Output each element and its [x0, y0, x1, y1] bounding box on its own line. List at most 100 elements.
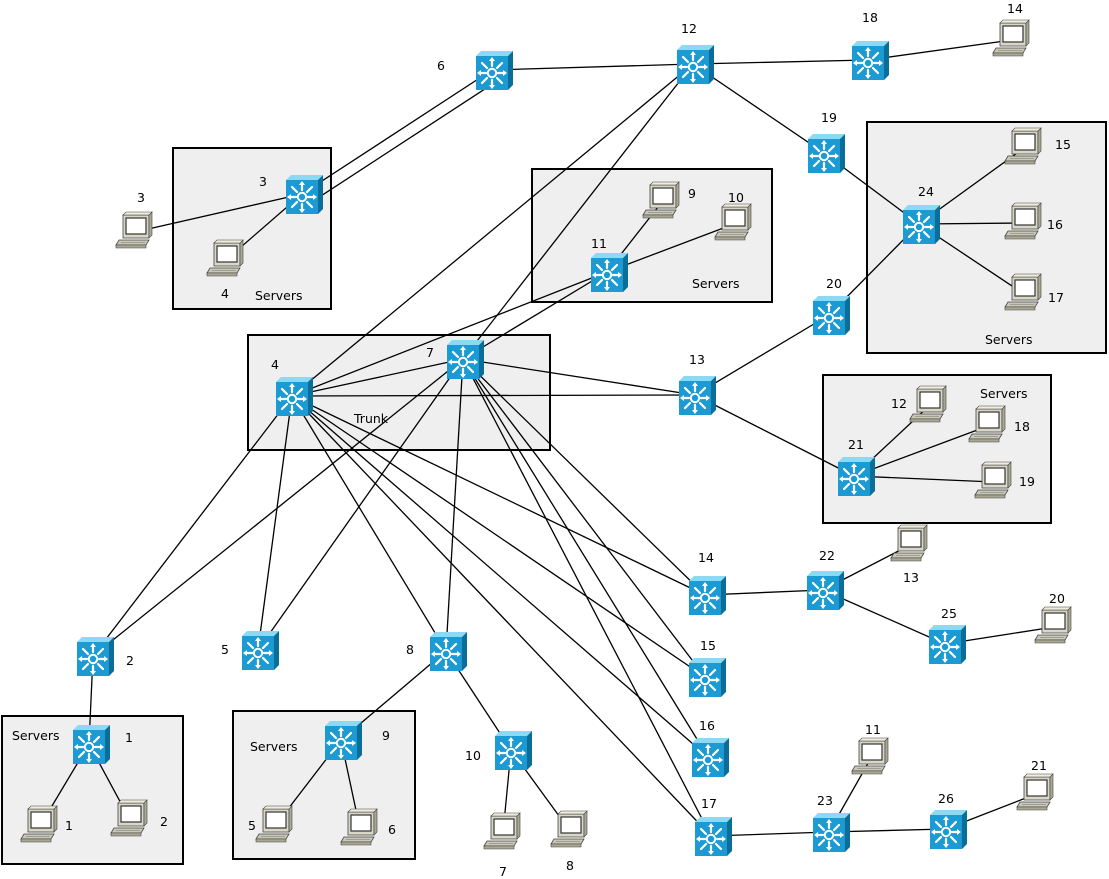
switch-icon: [474, 49, 515, 92]
switch-20[interactable]: 20: [811, 276, 852, 337]
host-label: 7: [499, 864, 507, 879]
switch-icon: [445, 338, 486, 381]
link-s6-s12: [491, 63, 694, 71]
host-label: 19: [1019, 474, 1035, 489]
switch-13[interactable]: 13: [677, 352, 718, 417]
host-label: 5: [248, 818, 256, 833]
host-7[interactable]: 7: [483, 812, 521, 879]
host-label: 9: [688, 186, 696, 201]
switch-6[interactable]: 6: [437, 49, 515, 92]
switch-7[interactable]: 7: [426, 338, 486, 381]
switch-9[interactable]: 9: [323, 719, 390, 762]
host-label: 14: [1007, 1, 1023, 16]
switch-10[interactable]: 10: [465, 729, 534, 772]
host-6[interactable]: 6: [340, 808, 396, 846]
host-16[interactable]: 16: [1004, 202, 1063, 240]
host-9[interactable]: 9: [642, 181, 696, 219]
host-label: 15: [1055, 137, 1071, 152]
switch-21[interactable]: 21: [836, 437, 877, 498]
link-s3-s6: [301, 69, 493, 195]
switch-label: 3: [259, 174, 267, 189]
switch-5[interactable]: 5: [221, 629, 281, 672]
switch-14[interactable]: 14: [687, 550, 728, 617]
switch-icon: [811, 294, 852, 337]
link-s13-s21: [694, 394, 855, 477]
host-5[interactable]: 5: [248, 805, 293, 843]
link-s4-s13: [291, 394, 696, 397]
switch-icon: [323, 719, 364, 762]
link-s7-s5: [257, 358, 464, 651]
switch-label: 23: [817, 793, 833, 808]
switch-label: 19: [821, 110, 837, 125]
switch-23[interactable]: 23: [811, 793, 852, 854]
switch-icon: [284, 173, 325, 216]
host-3[interactable]: 3: [115, 190, 153, 249]
group-title-g1: Servers: [12, 728, 60, 743]
host-20[interactable]: 20: [1034, 591, 1072, 644]
switch-icon: [901, 203, 942, 246]
switch-26[interactable]: 26: [928, 791, 969, 851]
host-19[interactable]: 19: [974, 461, 1035, 499]
host-21[interactable]: 21: [1016, 758, 1054, 811]
switch-19[interactable]: 19: [806, 110, 847, 175]
link-s13-s20: [694, 314, 830, 396]
group-title-trunk: Trunk: [353, 411, 389, 426]
switch-icon: [75, 635, 116, 678]
group-titles: Servers Servers Servers Servers Trunk Se…: [12, 276, 1033, 754]
host-15[interactable]: 15: [1004, 127, 1071, 165]
link-s21-h18: [853, 425, 989, 477]
switch-icon: [693, 815, 734, 858]
computer-icon: [1034, 606, 1072, 644]
host-11[interactable]: 11: [851, 722, 889, 775]
link-s12-s4: [291, 63, 694, 397]
switch-15[interactable]: 15: [687, 638, 728, 699]
switch-18[interactable]: 18: [850, 10, 891, 82]
switch-8[interactable]: 8: [406, 630, 469, 673]
switch-16[interactable]: 16: [690, 718, 731, 779]
switch-25[interactable]: 25: [927, 606, 968, 666]
switch-1[interactable]: 1: [71, 723, 133, 766]
link-s7-s2: [92, 358, 464, 657]
switch-22[interactable]: 22: [805, 548, 846, 612]
switch-17[interactable]: 17: [693, 796, 734, 858]
switch-icon: [677, 374, 718, 417]
switch-label: 12: [681, 21, 697, 36]
link-s4-s7: [291, 358, 464, 397]
switch-label: 24: [918, 184, 934, 199]
switch-3[interactable]: 3: [259, 173, 325, 216]
switch-icon: [71, 723, 112, 766]
link-s3-s6: [308, 79, 499, 205]
switch-label: 21: [848, 437, 864, 452]
host-10[interactable]: 10: [714, 190, 752, 241]
switch-icon: [927, 623, 968, 666]
host-1[interactable]: 1: [20, 805, 73, 843]
host-17[interactable]: 17: [1004, 273, 1064, 311]
host-label: 2: [160, 814, 168, 829]
switch-24[interactable]: 24: [901, 184, 942, 246]
group-title-g3: Servers: [255, 288, 303, 303]
host-4[interactable]: 4: [206, 239, 244, 301]
switch-label: 8: [406, 642, 414, 657]
computer-icon: [550, 810, 588, 848]
switch-4[interactable]: 4: [271, 357, 315, 418]
nodes-layer: 1234567891011121314151617181920212223242…: [20, 1, 1072, 879]
link-s4-s15: [291, 395, 706, 678]
host-12[interactable]: 12: [891, 385, 947, 423]
switch-11[interactable]: 11: [589, 236, 630, 294]
switch-icon: [850, 39, 891, 82]
link-s12-s7: [462, 63, 694, 360]
link-s7-s8: [445, 358, 464, 652]
switch-icon: [805, 569, 846, 612]
host-18[interactable]: 18: [968, 405, 1030, 443]
switch-label: 22: [819, 548, 835, 563]
switch-2[interactable]: 2: [75, 635, 134, 678]
host-label: 18: [1014, 419, 1030, 434]
switch-icon: [274, 375, 315, 418]
host-2[interactable]: 2: [110, 799, 168, 837]
host-8[interactable]: 8: [550, 810, 588, 873]
computer-icon: [483, 812, 521, 850]
host-13[interactable]: 13: [890, 524, 928, 585]
host-14[interactable]: 14: [992, 1, 1030, 57]
switch-12[interactable]: 12: [675, 21, 716, 86]
